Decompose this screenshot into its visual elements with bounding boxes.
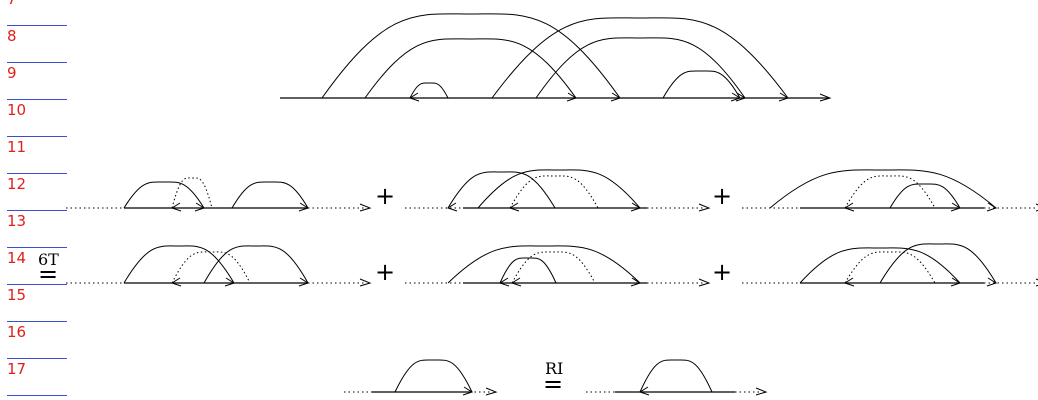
ri-right-end-arrowhead bbox=[755, 387, 768, 396]
row1-term1-chord-c bbox=[231, 181, 309, 209]
row1-term2-end-arrowhead bbox=[698, 203, 711, 212]
ri-right-chord bbox=[639, 359, 713, 393]
top-chord-2 bbox=[364, 38, 577, 99]
ri-right-chord-arrowhead bbox=[638, 386, 650, 396]
row2-term2-chord-a-arrowhead bbox=[630, 277, 642, 287]
row2-term3-chord-c bbox=[879, 243, 997, 284]
row1-term1-chord-b bbox=[171, 177, 213, 209]
ri-left-end-arrowhead bbox=[485, 387, 498, 396]
row1-term1-end-arrowhead bbox=[359, 203, 372, 212]
top-chord-2-arrowhead bbox=[566, 92, 578, 102]
line-number-11: 11 bbox=[7, 136, 67, 174]
row2-term1-chord-b-arrowhead bbox=[170, 277, 182, 287]
plus-sign-row2-a: + bbox=[375, 258, 395, 286]
row2-term2-end-arrowhead bbox=[698, 278, 711, 287]
row2-term1-chord-b bbox=[171, 251, 251, 284]
row1-term2-chord-c bbox=[509, 175, 599, 209]
line-number-15: 15 bbox=[7, 284, 67, 322]
top-chord-5 bbox=[535, 37, 746, 99]
plus-sign-row2-b: + bbox=[712, 258, 732, 286]
row1-term2-chord-c-arrowhead bbox=[508, 202, 520, 212]
row2-term2-chord-b bbox=[499, 257, 557, 284]
row1-term2-chord-b-arrowhead bbox=[630, 202, 642, 212]
row1-term2-chord-a-arrowhead bbox=[446, 202, 458, 212]
row1-term1-chord-b-arrowhead bbox=[170, 202, 182, 212]
line-number-7: 7 bbox=[7, 0, 67, 26]
line-number-12: 12 bbox=[7, 173, 67, 211]
row1-term3-chord-a bbox=[769, 169, 997, 209]
row1-term1-chord-a-arrowhead bbox=[194, 202, 206, 212]
line-number-14: 14 bbox=[7, 247, 67, 285]
row2-term2-chord-c-arrowhead bbox=[510, 277, 522, 287]
row1-term3-chord-b-arrowhead bbox=[843, 202, 855, 212]
line-number-17: 17 bbox=[7, 358, 67, 396]
row1-term3-chord-c bbox=[889, 183, 961, 209]
row2-term1-chord-a-arrowhead bbox=[224, 277, 236, 287]
top-chord-6-arrowhead bbox=[730, 92, 742, 102]
row2-term2-chord-b-arrowhead bbox=[498, 277, 510, 287]
row2-term3-chord-c-arrowhead bbox=[986, 277, 998, 287]
top-chord-4 bbox=[491, 17, 789, 99]
line-number-13: 13 bbox=[7, 210, 67, 248]
row1-term3-chord-c-arrowhead bbox=[950, 202, 962, 212]
row1-term3-chord-b bbox=[844, 175, 936, 209]
row1-term1-chord-a bbox=[123, 181, 205, 209]
top-baseline-arrowhead bbox=[819, 93, 832, 102]
top-chord-1 bbox=[321, 13, 621, 99]
row2-term1-chord-c bbox=[203, 245, 309, 284]
diagram-lines bbox=[66, 93, 1038, 396]
relation-ri-label: RI bbox=[545, 359, 563, 378]
line-number-8: 8 bbox=[7, 25, 67, 63]
top-chord-6 bbox=[662, 70, 741, 99]
row1-term2-chord-a bbox=[447, 171, 556, 209]
line-number-16: 16 bbox=[7, 321, 67, 359]
row2-term2-chord-c bbox=[511, 251, 596, 284]
row2-term1-chord-a bbox=[123, 245, 235, 284]
row2-term3-chord-a bbox=[799, 247, 961, 284]
row2-term1-chord-c-arrowhead bbox=[298, 277, 310, 287]
top-chord-5-arrowhead bbox=[735, 92, 747, 102]
relation-6t-label: 6T bbox=[38, 250, 59, 269]
top-chord-3-arrowhead bbox=[408, 92, 420, 102]
row1-term3-chord-a-arrowhead bbox=[986, 202, 998, 212]
row2-term3-chord-b-arrowhead bbox=[843, 277, 855, 287]
row2-term1-end-arrowhead bbox=[359, 278, 372, 287]
line-number-10: 10 bbox=[7, 99, 67, 137]
ri-left-chord-arrowhead bbox=[462, 386, 474, 396]
line-number-9: 9 bbox=[7, 62, 67, 100]
relation-6t-equals: = bbox=[38, 260, 58, 288]
line-number-gutter: 7 8 9 10 11 12 13 14 15 16 17 bbox=[0, 0, 70, 400]
row1-term2-chord-b bbox=[477, 169, 641, 209]
plus-sign-row1-b: + bbox=[712, 182, 732, 210]
top-chord-3 bbox=[409, 82, 449, 99]
top-chord-1-arrowhead bbox=[610, 92, 622, 102]
row1-term1-chord-c-arrowhead bbox=[298, 202, 310, 212]
plus-sign-row1-a: + bbox=[375, 182, 395, 210]
top-chord-4-arrowhead bbox=[778, 92, 790, 102]
row2-term3-chord-a-arrowhead bbox=[950, 277, 962, 287]
row2-term2-chord-a bbox=[447, 245, 641, 284]
relation-ri-equals: = bbox=[543, 370, 563, 398]
ri-left-chord bbox=[394, 359, 473, 393]
diagram-arcs bbox=[123, 13, 998, 396]
